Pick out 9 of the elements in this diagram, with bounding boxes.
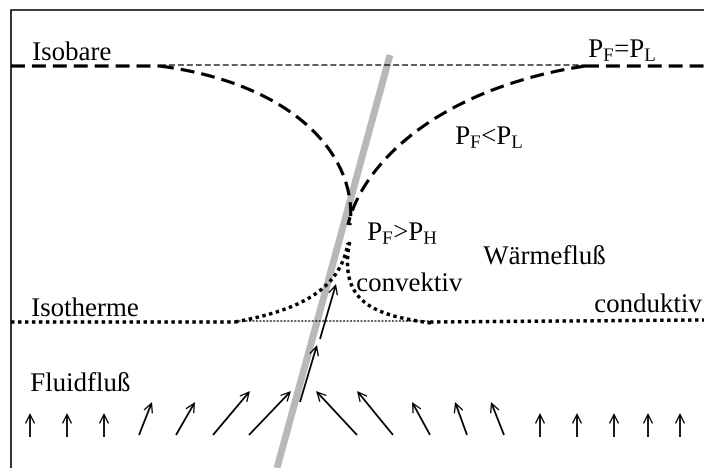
text-label: Isotherme [32, 297, 138, 316]
text-label: P$_{F}$<P$_{L}$ [456, 126, 522, 148]
text-label: P$_{F}$>P$_{H}$ [368, 222, 436, 244]
text-label: Wärmefluß [483, 245, 605, 264]
text-label: convektiv [357, 272, 462, 292]
text-label: Isobare [33, 41, 110, 60]
text-label: P$_{F}$=P$_{L}$ [588, 39, 655, 61]
text-label: conduktiv [595, 293, 702, 312]
text-label: Fluidfluß [31, 372, 130, 392]
